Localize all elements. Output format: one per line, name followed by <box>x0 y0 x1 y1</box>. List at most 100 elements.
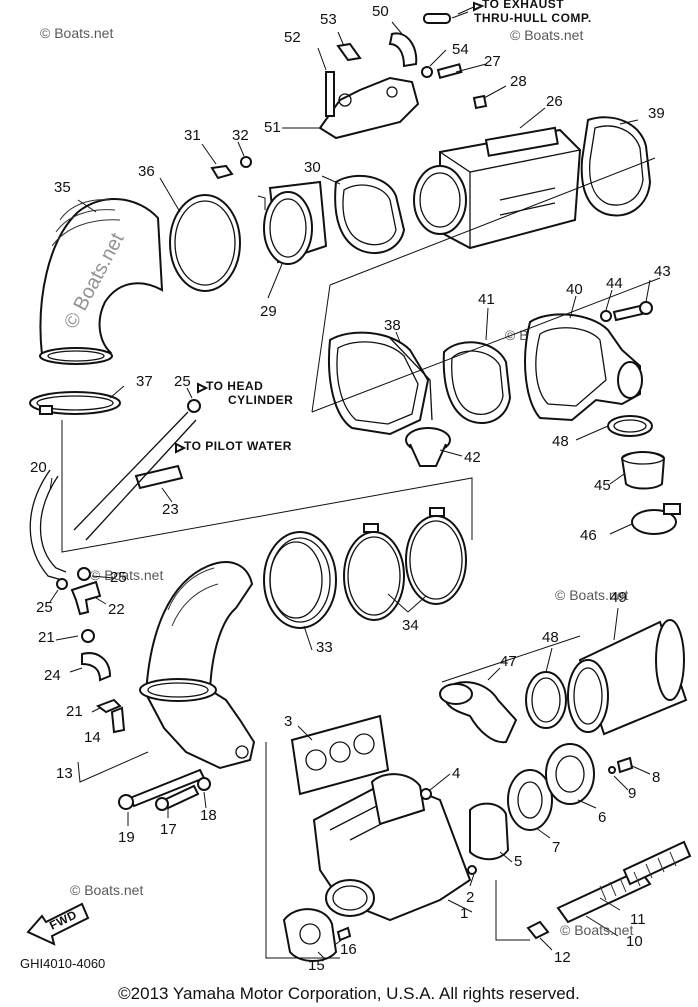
callout-8: 8 <box>652 769 660 786</box>
part-10-11-pipes <box>556 840 692 924</box>
callout-17: 17 <box>160 821 177 838</box>
part-22-fitting <box>56 399 201 616</box>
copyright-notice: ©2013 Yamaha Motor Corporation, U.S.A. A… <box>118 984 580 1003</box>
part-7-gasket <box>507 769 553 831</box>
callout-25c: 25 <box>36 599 53 616</box>
fwd-arrow: FWD <box>26 902 90 946</box>
notes: TO EXHAUST THRU-HULL COMP. TO HEAD CYLIN… <box>175 0 592 454</box>
part-43-44-bolt <box>600 301 653 322</box>
callout-38: 38 <box>384 317 401 334</box>
part-30-gasket <box>334 174 406 255</box>
part-36-clamp <box>169 194 241 292</box>
callout-2: 2 <box>466 889 474 906</box>
part-31-32-bolts <box>210 156 252 180</box>
note-exhaust-line1: TO EXHAUST <box>482 0 564 11</box>
part-20-hose <box>29 469 67 581</box>
callout-32: 32 <box>232 127 249 144</box>
part-34-clamps <box>343 507 467 621</box>
callout-22: 22 <box>108 601 125 618</box>
callout-33: 33 <box>316 639 333 656</box>
part-42-cap <box>405 427 451 467</box>
callout-41: 41 <box>478 291 495 308</box>
part-50-hose <box>388 13 488 110</box>
part-12-nut <box>526 920 550 940</box>
part-39-gasket <box>580 116 652 217</box>
part-46-clamp <box>631 503 681 535</box>
watermark: © Boats.net <box>90 567 163 583</box>
note-head-line1: TO HEAD <box>206 379 263 393</box>
callout-5: 5 <box>514 853 522 870</box>
callout-26: 26 <box>546 93 563 110</box>
part-6-flange <box>545 743 595 805</box>
part-41-gasket <box>442 341 512 425</box>
drawing-code: GHI4010-4060 <box>20 956 105 971</box>
callout-43: 43 <box>654 263 671 280</box>
callout-18: 18 <box>200 807 217 824</box>
part-45-hose <box>620 451 666 490</box>
callout-47: 47 <box>500 653 517 670</box>
callout-20: 20 <box>30 459 47 476</box>
callout-50: 50 <box>372 3 389 20</box>
part-1-manifold <box>312 773 472 922</box>
watermark: © Boats.net <box>70 882 143 898</box>
watermarks: © Boats.net © Boats.net © Boats.net © Bo… <box>40 25 633 938</box>
callout-4: 4 <box>452 765 460 782</box>
part-21-clip <box>81 629 122 714</box>
callout-44: 44 <box>606 275 623 292</box>
part-51-bracket <box>318 42 420 140</box>
leader-lines <box>49 11 651 959</box>
part-24-hose <box>81 652 112 682</box>
callout-9: 9 <box>628 785 636 802</box>
callout-13: 13 <box>56 765 73 782</box>
callout-14: 14 <box>84 729 101 746</box>
callout-39: 39 <box>648 105 665 122</box>
callout-30: 30 <box>304 159 321 176</box>
watermark: © Boats.net <box>510 27 583 43</box>
part-37-band <box>29 391 121 415</box>
callout-36: 36 <box>138 163 155 180</box>
callout-11: 11 <box>630 911 646 928</box>
callout-16: 16 <box>340 941 357 958</box>
bracket-lines <box>61 157 661 959</box>
callout-40: 40 <box>566 281 583 298</box>
callout-25a: 25 <box>174 373 191 390</box>
callout-34: 34 <box>402 617 419 634</box>
callout-37: 37 <box>136 373 153 390</box>
callout-48b: 48 <box>542 629 559 646</box>
part-49-pipe <box>567 619 688 736</box>
callout-48a: 48 <box>552 433 569 450</box>
callout-53: 53 <box>320 11 337 28</box>
part-38-chamber <box>328 331 433 436</box>
callout-49: 49 <box>610 589 627 606</box>
part-17-19-bolts <box>118 768 211 811</box>
hose-to-head <box>73 411 197 541</box>
part-48-clamp-lower <box>525 671 567 729</box>
callout-31: 31 <box>184 127 201 144</box>
callout-25b: 25 <box>110 569 127 586</box>
callout-1: 1 <box>460 905 468 922</box>
part-33-ring <box>263 531 337 629</box>
watermark: © Boats.net <box>555 587 628 603</box>
callout-46: 46 <box>580 527 597 544</box>
callout-54: 54 <box>452 41 469 58</box>
part-23-hose <box>134 464 184 490</box>
callout-35: 35 <box>54 179 71 196</box>
part-40-housing <box>524 313 643 422</box>
callout-24: 24 <box>44 667 61 684</box>
callout-42: 42 <box>464 449 481 466</box>
part-5-cone <box>467 802 510 875</box>
callout-28: 28 <box>510 73 527 90</box>
callout-15: 15 <box>308 957 325 974</box>
callouts: 1 2 3 4 5 6 7 8 9 10 11 12 13 14 15 16 1… <box>30 3 671 974</box>
watermark: © Boats.net <box>560 922 633 938</box>
callout-3: 3 <box>284 713 292 730</box>
watermark: © Boats.net <box>40 25 113 41</box>
callout-29: 29 <box>260 303 277 320</box>
callout-7: 7 <box>552 839 560 856</box>
part-47-elbow <box>439 681 518 744</box>
part-3-gasket <box>290 714 390 796</box>
callout-19: 19 <box>118 829 135 846</box>
callout-21: 21 <box>38 629 55 646</box>
note-exhaust-line2: THRU-HULL COMP. <box>474 11 592 25</box>
exhaust-parts-diagram: © Boats.net © Boats.net © Boats.net © Bo… <box>20 0 692 974</box>
